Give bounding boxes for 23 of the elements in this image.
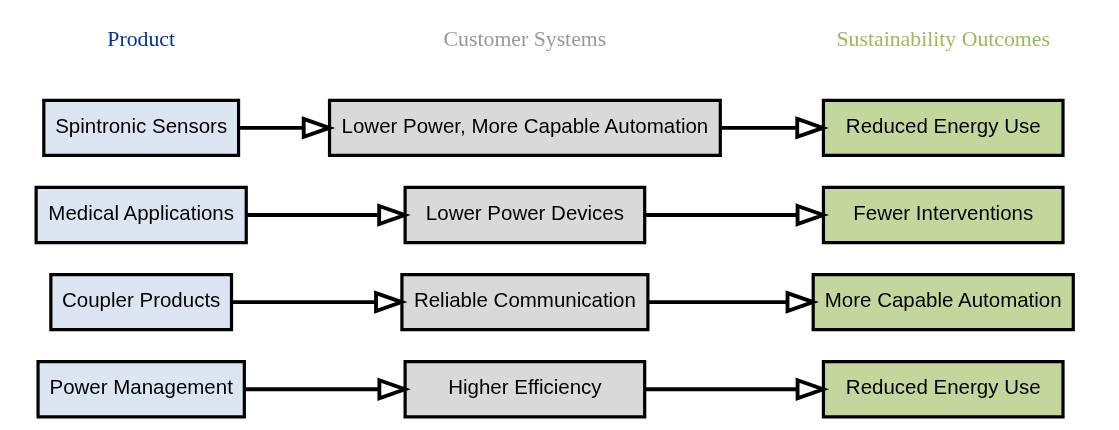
- arrow: [244, 377, 411, 401]
- node-box: Reliable Communication: [400, 272, 650, 332]
- arrow: [720, 116, 829, 140]
- node-box: More Capable Automation: [811, 272, 1075, 332]
- node-box: Lower Power Devices: [403, 185, 647, 245]
- label: Sustainability Outcomes: [836, 27, 1050, 52]
- label: Customer Systems: [443, 27, 607, 52]
- arrow: [644, 377, 829, 401]
- label: Product: [107, 27, 176, 52]
- node-box: Reduced Energy Use: [821, 360, 1065, 419]
- arrow: [246, 203, 411, 227]
- node-box: Spintronic Sensors: [42, 98, 241, 157]
- node-box: Fewer Interventions: [821, 185, 1065, 245]
- arrow: [648, 290, 819, 314]
- arrow: [644, 203, 829, 227]
- node-box: Medical Applications: [34, 185, 248, 245]
- node-box: Reduced Energy Use: [821, 98, 1065, 157]
- node-box: Higher Efficiency: [403, 360, 647, 419]
- arrow: [231, 290, 408, 314]
- node-box: Coupler Products: [49, 272, 234, 332]
- arrow: [238, 116, 336, 140]
- node-box: Power Management: [36, 360, 246, 419]
- node-box: Lower Power, More Capable Automation: [327, 98, 722, 157]
